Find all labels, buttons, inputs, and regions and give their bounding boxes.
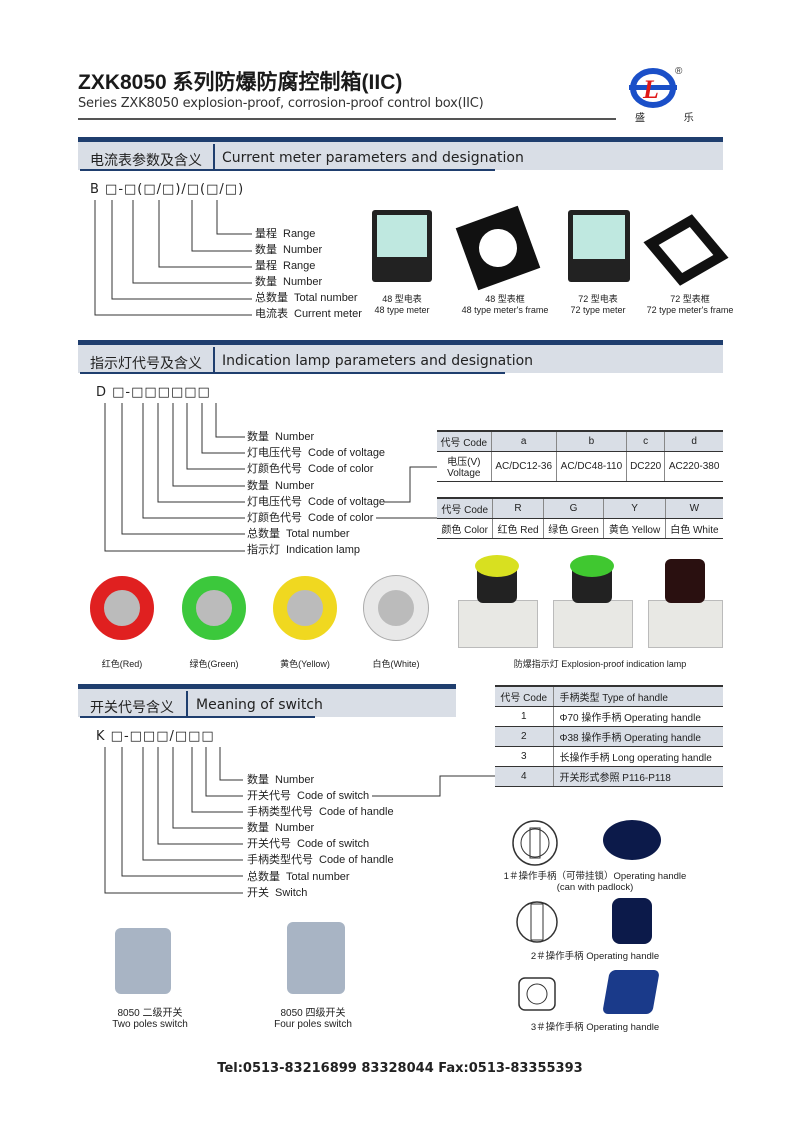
ring-caption: 黄色(Yellow)	[280, 659, 330, 669]
handle-2-drawing-icon	[516, 901, 558, 943]
section-title-en: Indication lamp parameters and designati…	[222, 353, 534, 369]
footer-contact: Tel:0513-83216899 83328044 Fax:0513-8335…	[217, 1061, 583, 1076]
handle-3-caption: 3＃操作手柄 Operating handle	[530, 1022, 660, 1033]
section-title-zh: 指示灯代号及含义	[90, 356, 202, 372]
ring-caption: 绿色(Green)	[189, 659, 239, 669]
four-poles-switch-image	[287, 922, 345, 994]
logo-text: 盛 乐	[635, 113, 712, 124]
handle-2-image	[612, 898, 652, 944]
two-poles-switch-image	[115, 928, 171, 994]
green-ring-image	[182, 576, 246, 640]
white-ring-image	[364, 576, 428, 640]
section-title-en: Meaning of switch	[196, 697, 323, 713]
yellow-indicator-lamp-image	[458, 555, 538, 648]
logo-icon: L ®	[629, 66, 683, 108]
green-indicator-lamp-image	[553, 555, 633, 648]
svg-text:®: ®	[675, 66, 683, 77]
section-header-switch: 开关代号含义 Meaning of switch	[78, 684, 456, 718]
yellow-ring-image	[273, 576, 337, 640]
ring-caption: 白色(White)	[372, 659, 420, 669]
company-logo: L ® 盛 乐	[625, 64, 695, 124]
section-title-zh: 电流表参数及含义	[90, 153, 202, 169]
dark-indicator-lamp-image	[648, 559, 723, 648]
meter-code: B □-□(□/□)/□(□/□)	[90, 182, 245, 197]
48-meter-image	[372, 210, 432, 282]
handle-2-caption: 2＃操作手柄 Operating handle	[530, 951, 660, 962]
handle-1-caption: 1＃操作手柄（可带挂锁）Operating handle(can with pa…	[503, 871, 687, 893]
red-ring-image	[90, 576, 154, 640]
ring-caption: 红色(Red)	[101, 659, 143, 669]
section-title-zh: 开关代号含义	[90, 700, 174, 716]
svg-text:L: L	[642, 75, 659, 104]
indicator-lamp-caption: 防爆指示灯 Explosion-proof indication lamp	[513, 659, 687, 669]
title-rule	[78, 118, 616, 120]
lamp-code: D □-□□□□□□	[96, 385, 211, 400]
72-meter-image	[568, 210, 630, 282]
section-header-indication-lamp: 指示灯代号及含义 Indication lamp parameters and …	[78, 340, 723, 374]
page-title: ZXK8050 系列防爆防腐控制箱(IIC)	[78, 71, 403, 94]
handle-3-image	[602, 970, 660, 1014]
section-header-current-meter: 电流表参数及含义 Current meter parameters and de…	[78, 137, 723, 171]
handle-3-drawing-icon	[518, 977, 556, 1011]
handle-1-image	[603, 820, 661, 860]
page-subtitle: Series ZXK8050 explosion-proof, corrosio…	[78, 96, 484, 111]
handle-1-drawing-icon	[512, 820, 558, 866]
switch-code: K □-□□□/□□□	[96, 729, 215, 744]
section-title-en: Current meter parameters and designation	[222, 150, 524, 166]
